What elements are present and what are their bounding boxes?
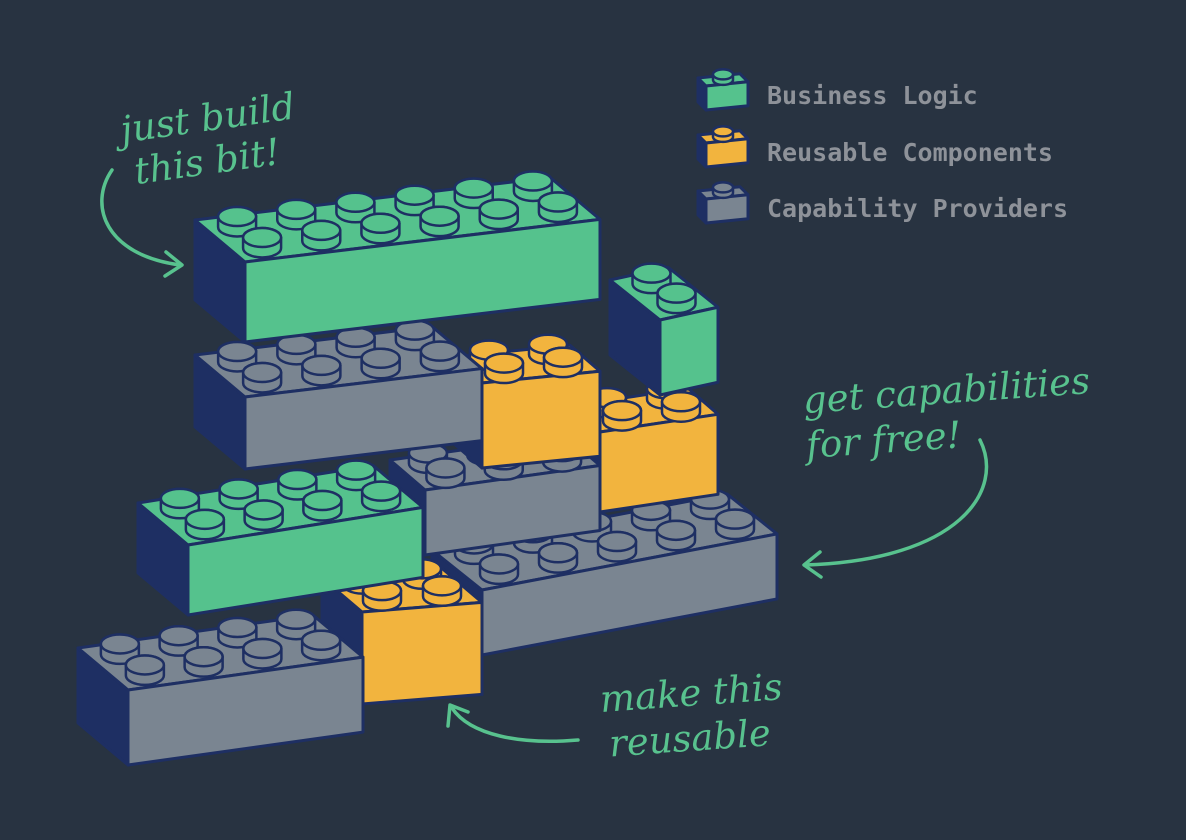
gray-brick-upper bbox=[193, 319, 484, 471]
green-brick-top-front bbox=[243, 217, 602, 344]
gray-brick-bottom-right-stud bbox=[714, 508, 756, 541]
gray-brick-upper-stud bbox=[360, 347, 401, 380]
arrow-to-business-logic bbox=[100, 168, 182, 267]
gray-brick-icon bbox=[696, 181, 750, 225]
gray-brick-bottom-right-stud bbox=[596, 530, 638, 563]
legend-item-capability-providers: Capability Providers bbox=[696, 181, 1068, 225]
gray-brick-bottom-right-stud bbox=[537, 541, 579, 574]
gray-brick-upper-stud bbox=[216, 340, 258, 373]
gray-brick-bottom-left-stud bbox=[183, 645, 224, 678]
green-brick-small bbox=[608, 262, 720, 397]
gray-brick-bottom-left-stud bbox=[217, 616, 258, 649]
yellow-brick-right-mid-stud bbox=[601, 399, 643, 432]
green-brick-top-stud bbox=[478, 198, 519, 231]
gray-brick-upper-stud bbox=[276, 333, 317, 366]
yellow-brick-icon-stud bbox=[711, 125, 735, 144]
gray-brick-upper-stud bbox=[335, 326, 376, 359]
yellow-brick-icon bbox=[696, 125, 750, 169]
brick-stack bbox=[76, 170, 779, 767]
green-brick-top bbox=[193, 170, 602, 344]
yellow-brick-bottom-stud bbox=[421, 575, 463, 608]
gray-brick-bottom-left-stud bbox=[124, 654, 166, 687]
green-brick-top-stud bbox=[537, 191, 579, 224]
green-brick-top-stud bbox=[394, 184, 435, 217]
arrow-head-capabilities bbox=[802, 550, 823, 579]
gray-brick-bottom-left-stud bbox=[242, 637, 283, 670]
green-brick-icon bbox=[696, 68, 750, 112]
arrow-to-reusable bbox=[450, 706, 580, 743]
arrow-head-build bbox=[163, 250, 184, 278]
green-brick-mid-left-stud bbox=[360, 480, 402, 513]
gray-brick-middle-front bbox=[423, 464, 602, 557]
gray-brick-bottom-left bbox=[76, 608, 365, 767]
green-brick-mid-left-stud bbox=[184, 508, 226, 541]
green-brick-mid-left-stud bbox=[302, 489, 343, 522]
green-brick-top-stud bbox=[360, 212, 401, 245]
yellow-brick-bottom-front bbox=[360, 600, 484, 706]
gray-brick-icon-front bbox=[704, 193, 750, 225]
gray-brick-bottom-right-stud bbox=[655, 519, 697, 552]
gray-brick-upper-stud bbox=[301, 354, 342, 387]
yellow-brick-upper-stud bbox=[542, 346, 584, 379]
green-brick-small-front bbox=[658, 305, 720, 397]
yellow-brick-bottom bbox=[320, 558, 484, 706]
green-brick-mid-left-stud bbox=[159, 487, 201, 520]
gray-brick-bottom-left-stud bbox=[275, 608, 317, 641]
yellow-brick-icon-front bbox=[704, 137, 750, 169]
green-brick-icon bbox=[696, 68, 750, 112]
yellow-brick-icon bbox=[696, 125, 750, 169]
arrow-head-reusable bbox=[446, 703, 470, 728]
gray-brick-bottom-left-stud bbox=[300, 629, 342, 662]
gray-brick-upper-stud bbox=[394, 319, 436, 352]
green-brick-top-stud bbox=[301, 219, 342, 252]
green-brick-top-stud bbox=[216, 205, 258, 238]
yellow-brick-right-mid-stud bbox=[660, 391, 702, 423]
arrow-to-capabilities bbox=[803, 438, 989, 567]
legend-label-capability-providers: Capability Providers bbox=[767, 194, 1068, 223]
gray-brick-bottom-left-front bbox=[126, 655, 365, 767]
green-brick-mid-left-front bbox=[186, 505, 425, 617]
green-brick-top-stud bbox=[512, 170, 554, 203]
yellow-brick-upper-stud bbox=[483, 352, 525, 385]
yellow-brick-upper-front bbox=[480, 369, 602, 470]
green-brick-small-stud bbox=[656, 282, 697, 315]
green-brick-top-stud bbox=[335, 191, 376, 224]
legend-label-reusable-components: Reusable Components bbox=[767, 138, 1053, 167]
gray-brick-bottom-left-stud bbox=[158, 624, 199, 657]
yellow-brick-bottom-stud bbox=[361, 579, 403, 612]
green-brick-mid-left bbox=[136, 459, 425, 617]
legend-item-business-logic: Business Logic bbox=[696, 68, 978, 112]
gray-brick-bottom-right-stud bbox=[478, 553, 520, 586]
green-brick-icon-stud bbox=[711, 68, 735, 87]
green-brick-mid-left-stud bbox=[277, 468, 318, 501]
gray-brick-upper-stud bbox=[241, 361, 283, 394]
legend: Business Logic Reusable Components Capab… bbox=[696, 68, 1068, 225]
green-brick-mid-left-stud bbox=[218, 478, 259, 511]
gray-brick-bottom-left-stud bbox=[99, 633, 141, 666]
gray-brick-upper-stud bbox=[419, 340, 461, 373]
green-brick-mid-left-stud bbox=[335, 459, 377, 492]
gray-brick-upper-front bbox=[243, 367, 484, 471]
legend-item-reusable-components: Reusable Components bbox=[696, 125, 1053, 169]
green-brick-top-stud bbox=[241, 226, 283, 259]
green-brick-top-stud bbox=[419, 205, 460, 238]
green-brick-top-stud bbox=[453, 177, 494, 210]
green-brick-mid-left-stud bbox=[243, 499, 284, 532]
green-brick-small-stud bbox=[631, 262, 672, 295]
green-brick-top-stud bbox=[276, 198, 317, 231]
green-brick-icon-front bbox=[704, 80, 750, 112]
legend-label-business-logic: Business Logic bbox=[767, 81, 978, 110]
gray-brick-icon-stud bbox=[711, 181, 735, 200]
gray-brick-middle-stud bbox=[425, 457, 466, 490]
gray-brick-icon bbox=[696, 181, 750, 225]
